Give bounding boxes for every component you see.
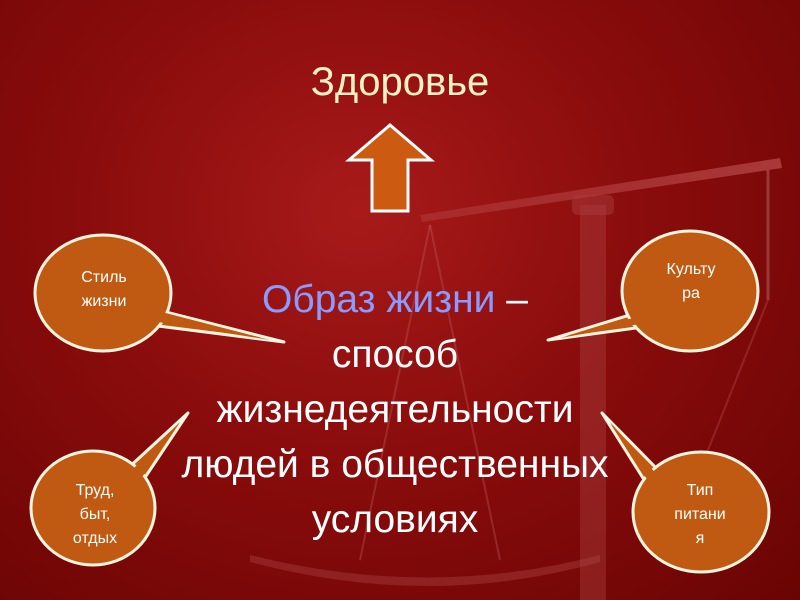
bubble-lifestyle (33, 233, 286, 353)
definition-line-5: условиях (311, 498, 479, 541)
bubble-lifestyle-line: жизни (81, 293, 127, 310)
slide-title: Здоровье (310, 60, 490, 104)
bubble-food-line: питани (674, 506, 726, 523)
definition-line-3: жизнедеятельности (216, 388, 574, 431)
definition-dash: – (495, 278, 528, 321)
up-arrow-icon (345, 123, 435, 213)
bubble-labor (29, 411, 190, 567)
bubble-food (600, 411, 771, 574)
bubble-lifestyle-line: Стиль (81, 269, 127, 286)
bubble-food-line: я (695, 530, 705, 547)
bubble-labor-line: отдых (72, 530, 118, 547)
bubble-culture-label: Культу ра (632, 258, 750, 306)
bubble-culture (546, 229, 760, 353)
definition-term: Образ жизни (262, 278, 496, 321)
bubble-food-label: Тип питани я (640, 479, 760, 551)
definition-line-2: способ (331, 333, 459, 376)
bubble-labor-line: быт, (79, 506, 111, 523)
bubble-lifestyle-label: Стиль жизни (45, 266, 163, 314)
bubble-labor-line: Труд, (75, 482, 115, 499)
definition-line-1: Образ жизни – (140, 272, 650, 327)
bubble-food-line: Тип (686, 482, 714, 499)
definition-line-4: людей в общественных (181, 443, 609, 486)
definition-text: Образ жизни – способ жизнедеятельности л… (140, 272, 650, 547)
bubble-culture-line: ра (682, 285, 700, 302)
bubble-labor-label: Труд, быт, отдых (40, 479, 150, 551)
bubble-culture-line: Культу (666, 261, 716, 278)
